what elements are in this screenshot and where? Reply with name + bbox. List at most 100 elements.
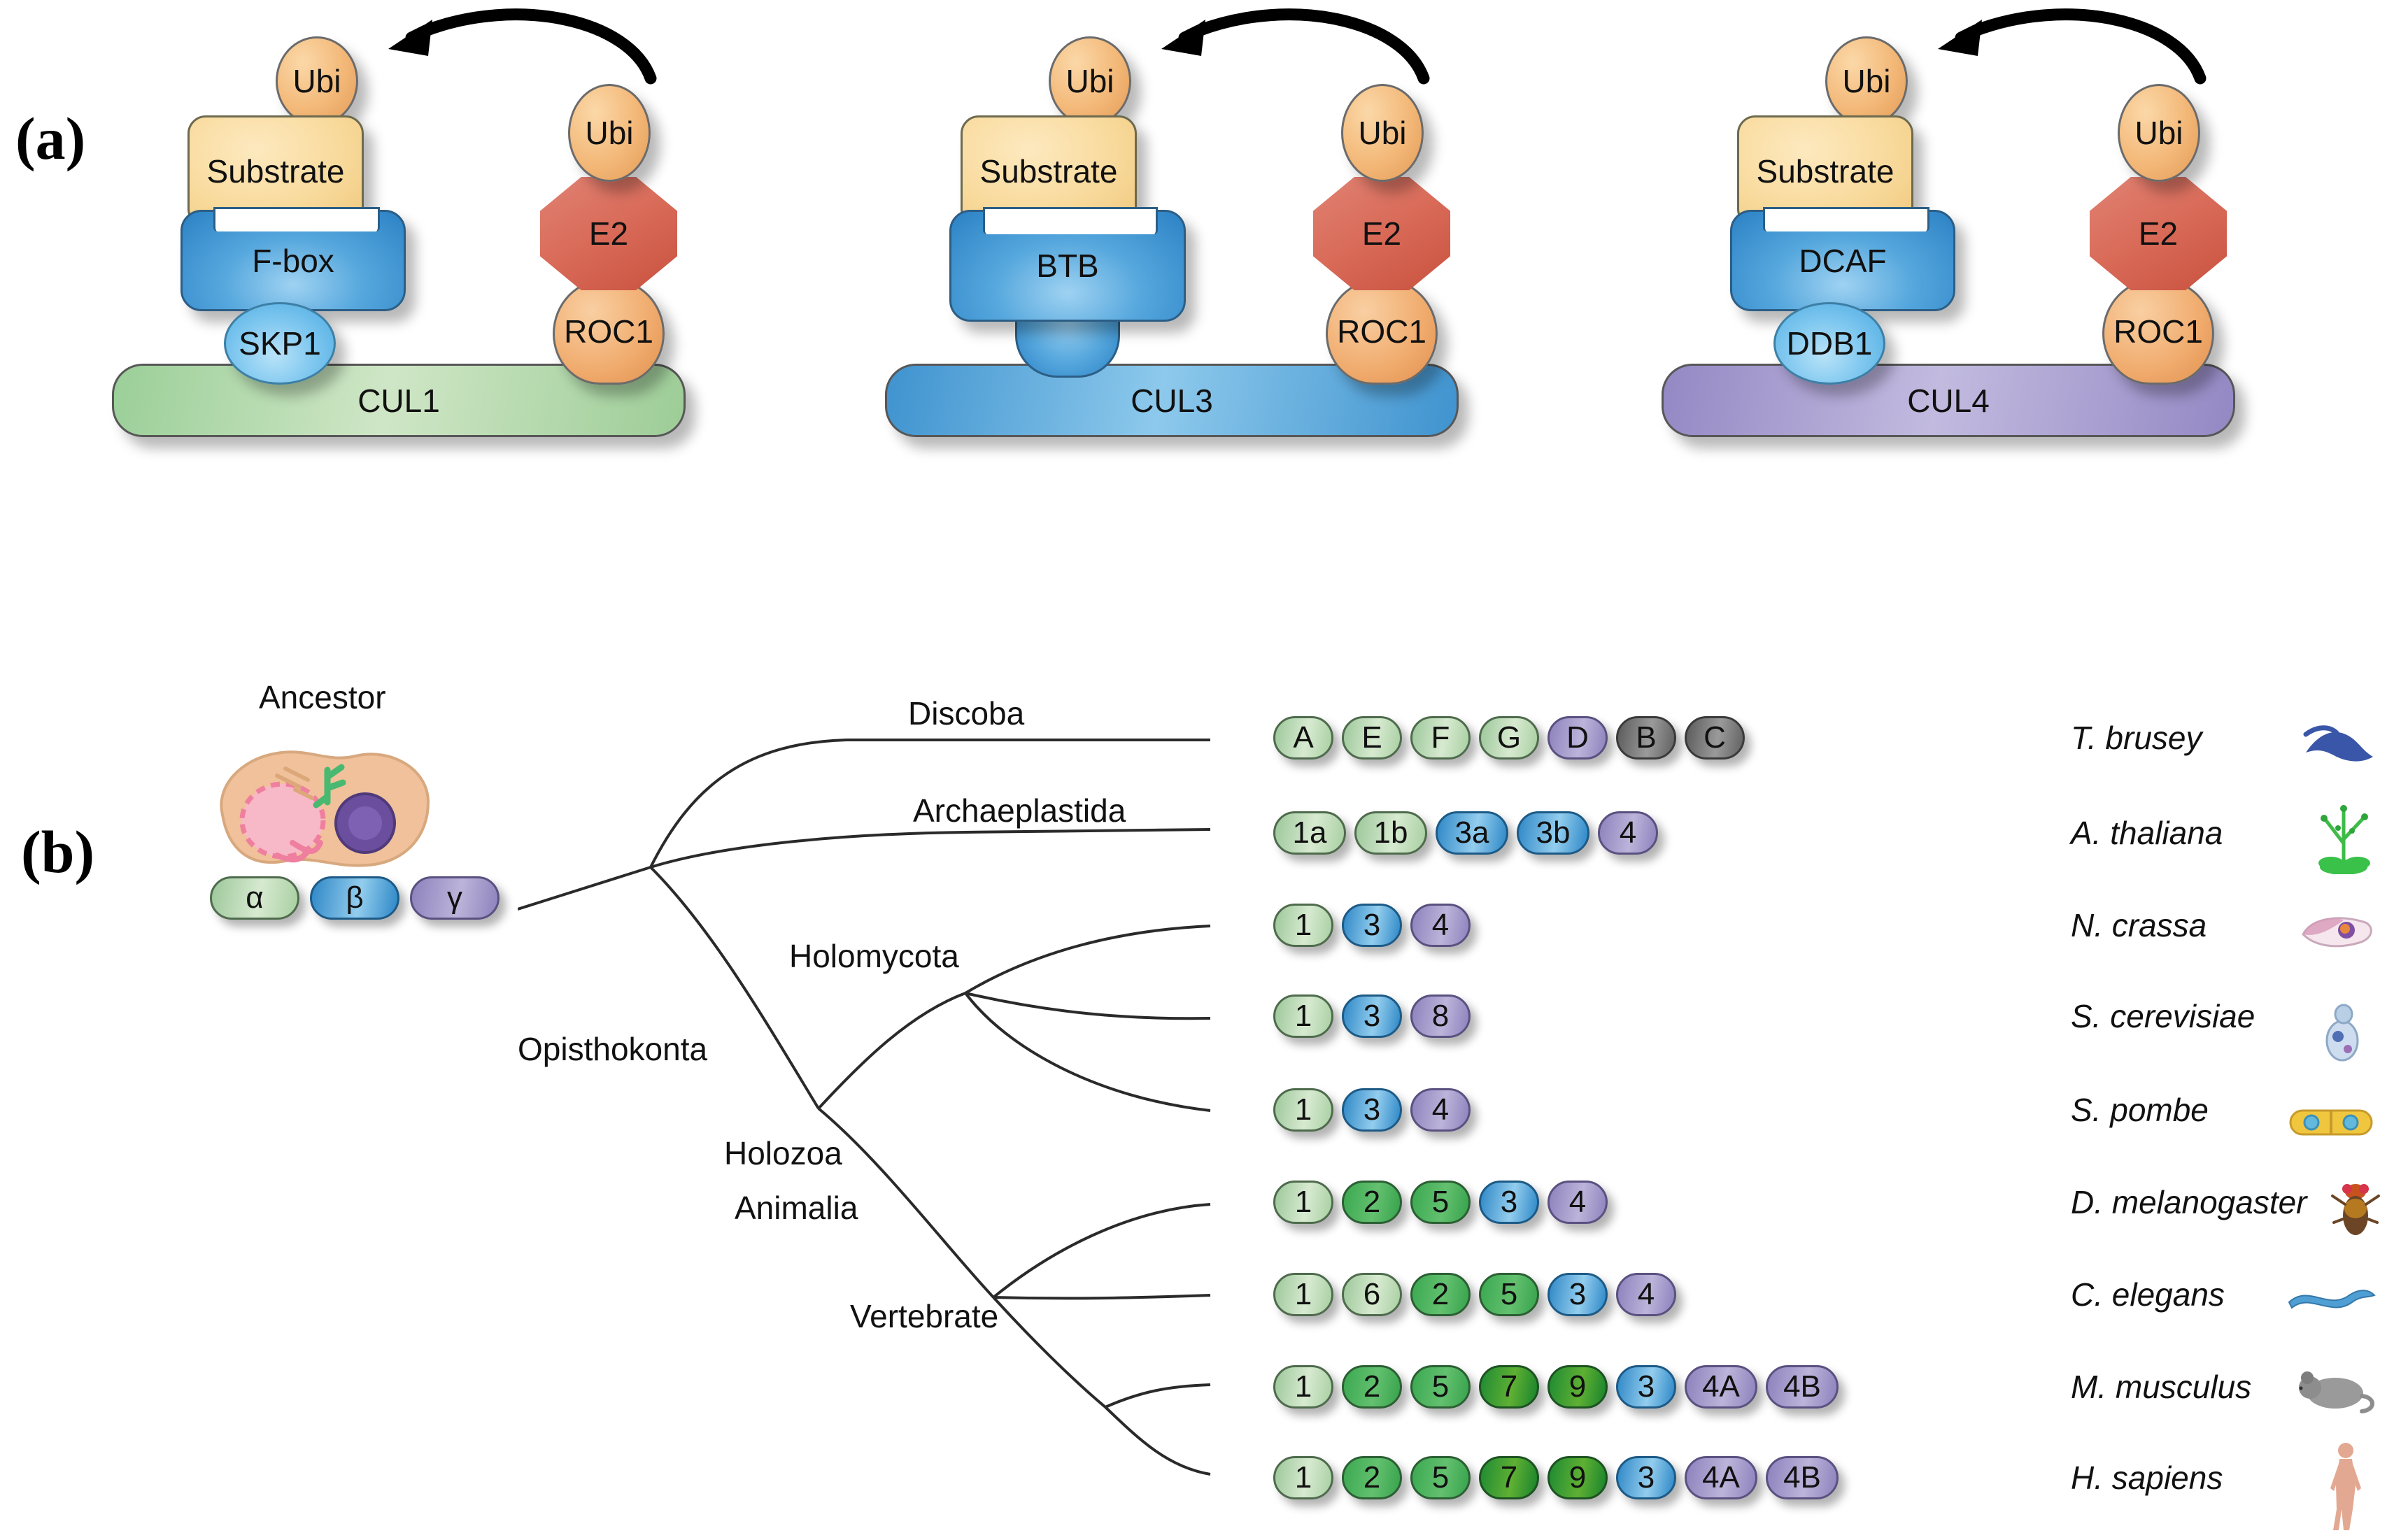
gene-pill[interactable]: 2 [1410,1273,1471,1316]
gene-pill-label: 3b [1536,815,1571,850]
gene-pill[interactable]: 1b [1354,811,1427,855]
gene-pill[interactable]: 2 [1342,1181,1402,1224]
gene-pill-label: 1b [1373,815,1408,850]
gene-pill[interactable]: 8 [1410,994,1471,1038]
e2-ubiquitin: Ubi [2118,84,2200,182]
gene-pill[interactable]: F [1410,716,1471,760]
gene-pill[interactable]: 3a [1436,811,1508,855]
gene-pill-label: 2 [1431,1277,1450,1311]
gene-pill[interactable]: 4B [1766,1365,1839,1409]
gene-pill[interactable]: 3 [1479,1181,1539,1224]
species-name-text: C. elegans [2071,1276,2225,1313]
gene-pill[interactable]: 1 [1273,994,1333,1038]
gene-pill-label: 5 [1431,1185,1450,1219]
gene-pill[interactable]: 2 [1342,1456,1402,1499]
gene-pill-label: 3 [1500,1185,1518,1219]
gene-pill[interactable]: 2 [1342,1365,1402,1409]
ubiquitin-transfer-arrow-icon [1938,8,2207,85]
gene-pill[interactable]: 9 [1547,1456,1608,1499]
gene-pill[interactable]: 1 [1273,1181,1333,1224]
species-name-text: S. pombe [2071,1092,2209,1128]
substrate-ubiquitin: Ubi [1825,36,1908,126]
species-name-text: H. sapiens [2071,1460,2223,1496]
gene-pill-label: 4A [1702,1369,1740,1404]
gene-pill[interactable]: 3 [1616,1365,1676,1409]
gene-pill[interactable]: 3 [1616,1456,1676,1499]
gene-pill[interactable]: 9 [1547,1365,1608,1409]
gene-pill[interactable]: 5 [1410,1365,1471,1409]
gene-pill[interactable]: D [1547,716,1608,760]
gene-pill-label: 4B [1783,1460,1821,1495]
gene-pill[interactable]: 6 [1342,1273,1402,1316]
budding-yeast-icon [2325,1004,2359,1062]
gene-pill[interactable]: 1a [1273,811,1346,855]
gene-pill[interactable]: 5 [1479,1273,1539,1316]
gene-pill-label: 1a [1292,815,1327,850]
gene-pill[interactable]: 4A [1685,1456,1757,1499]
gene-pill-label: 1 [1294,1277,1312,1311]
gene-pill[interactable]: 4B [1766,1456,1839,1499]
species-name: S. cerevisiae [2071,997,2337,1035]
clade-label-animalia: Animalia [735,1189,858,1227]
adaptor-linker-label: SKP1 [239,325,321,362]
e2-enzyme: E2 [2090,177,2227,290]
gene-pill[interactable]: 3 [1547,1273,1608,1316]
substrate-cradle [1763,207,1929,231]
gene-pill-label: 3a [1454,815,1489,850]
species-name-text: M. musculus [2071,1369,2252,1405]
ubiquitin-transfer-arrow-icon [1161,8,1430,85]
gene-pill[interactable]: 1 [1273,1273,1333,1316]
gene-pill[interactable]: 4 [1616,1273,1676,1316]
gene-pill[interactable]: 1 [1273,1088,1333,1132]
gene-pill[interactable]: 5 [1410,1181,1471,1224]
gene-pill-label: 3 [1363,999,1381,1033]
gene-pill[interactable]: 3 [1342,904,1402,947]
gene-pill[interactable]: B [1616,716,1676,760]
gene-pill-label: γ [447,880,462,915]
gene-pill[interactable]: 4 [1410,1088,1471,1132]
gene-pill-label: 4 [1431,908,1450,942]
gene-pill[interactable]: 7 [1479,1365,1539,1409]
substrate-cradle [213,207,380,231]
gene-pill-label: 5 [1431,1369,1450,1404]
gene-pill[interactable]: 5 [1410,1456,1471,1499]
gene-pill[interactable]: 1 [1273,904,1333,947]
adaptor-linker: DDB1 [1773,302,1885,385]
ubiquitin-label: Ubi [585,115,634,151]
ancestor-gene-pill[interactable]: β [310,876,399,920]
gene-pill[interactable]: 4 [1598,811,1658,855]
arabidopsis-plant-icon [2318,805,2370,874]
cullin-label: CUL1 [357,382,440,419]
species-name: A. thaliana [2071,814,2337,852]
gene-pill-label: F [1431,720,1450,755]
clade-label-archaeplastida: Archaeplastida [913,792,1126,829]
gene-pill[interactable]: 4 [1547,1181,1608,1224]
gene-pill[interactable]: E [1342,716,1402,760]
species-name: H. sapiens [2071,1459,2337,1497]
gene-pill[interactable]: 7 [1479,1456,1539,1499]
gene-pill[interactable]: C [1685,716,1745,760]
gene-pill-label: 1 [1294,999,1312,1033]
ancestor-gene-pill[interactable]: α [210,876,299,920]
gene-pill-label: 3 [1363,908,1381,942]
clade-label-text: Discoba [908,695,1025,732]
gene-pill[interactable]: 1 [1273,1456,1333,1499]
gene-pill[interactable]: G [1479,716,1539,760]
gene-pill[interactable]: 3b [1517,811,1589,855]
gene-pill[interactable]: 1 [1273,1365,1333,1409]
gene-pill[interactable]: 3 [1342,994,1402,1038]
species-name: N. crassa [2071,906,2337,944]
species-name-text: T. brusey [2071,720,2202,756]
gene-pill[interactable]: A [1273,716,1333,760]
ubiquitin-transfer-arrow-icon [388,8,657,85]
species-name-text: A. thaliana [2071,815,2223,851]
gene-pill-label: 1 [1294,1369,1312,1404]
roc1-ring-protein: ROC1 [1326,278,1438,385]
gene-pill-label: 3 [1568,1277,1587,1311]
ancestor-gene-pill[interactable]: γ [410,876,500,920]
gene-pill[interactable]: 4 [1410,904,1471,947]
ubiquitin-label: Ubi [1065,63,1114,99]
gene-pill-label: 4 [1637,1277,1655,1311]
gene-pill[interactable]: 4A [1685,1365,1757,1409]
gene-pill[interactable]: 3 [1342,1088,1402,1132]
